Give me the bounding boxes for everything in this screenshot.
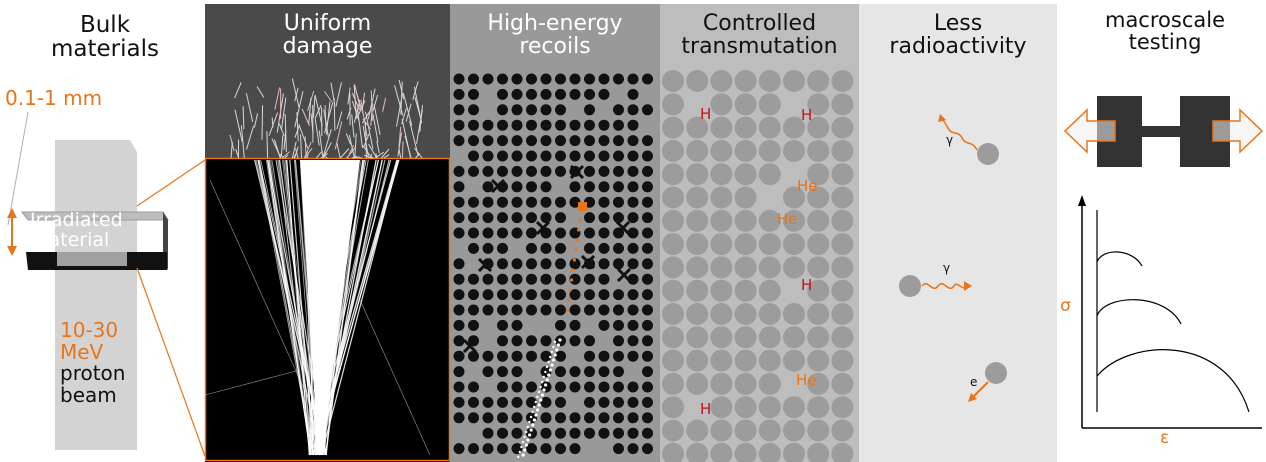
bulk-sample-graphic xyxy=(7,111,206,457)
thickness-label: 0.1-1 mm xyxy=(5,86,103,110)
zoom-frame xyxy=(204,157,451,462)
panel-title-less-radioactivity-line1: Less xyxy=(933,11,983,36)
bulk-materials-title: Bulk materials xyxy=(38,13,172,61)
label-gamma-2: γ xyxy=(943,261,951,275)
recoil-trail xyxy=(517,218,582,459)
radioactivity-graphics xyxy=(899,114,1007,402)
irradiated-material-label: Irradiated material xyxy=(30,209,160,251)
panel-less-radioactivity-bg xyxy=(859,4,1057,462)
irradiated-line1: Irradiated xyxy=(30,209,123,231)
panel-title-uniform-damage-line2: damage xyxy=(282,34,373,60)
transmutation-lattice xyxy=(662,70,854,462)
label-he-2: He xyxy=(777,210,798,228)
pull-arrow-left xyxy=(1063,108,1116,154)
label-h-1: H xyxy=(700,105,712,123)
zoom-line-bottom xyxy=(136,267,206,457)
decaying-atom-1 xyxy=(977,143,999,165)
beam-line3: proton xyxy=(60,361,126,386)
zoom-line-top xyxy=(136,159,206,207)
proton-beam-label: 10-30 MeV proton beam xyxy=(60,318,140,407)
panel-title-uniform-damage: Uniform damage xyxy=(205,12,450,58)
strain-axis-label: ε xyxy=(1160,428,1170,448)
panel-title-high-energy-recoils-line1: High-energy xyxy=(487,11,623,36)
gamma-arrowhead-1 xyxy=(938,114,946,122)
irradiated-line2: material xyxy=(30,228,110,251)
label-h-3: H xyxy=(801,276,813,294)
macroscale-title-line2: testing xyxy=(1128,30,1202,55)
panel-title-less-radioactivity-line2: radioactivity xyxy=(889,34,1027,60)
panel-title-controlled-transmutation: Controlled transmutation xyxy=(660,12,859,58)
atom-lattice xyxy=(453,73,653,455)
curve-top xyxy=(1096,251,1143,267)
beam-line4: beam xyxy=(60,382,117,407)
gamma-arrowhead-2 xyxy=(964,281,972,291)
y-axis-arrowhead xyxy=(1078,195,1086,206)
label-h-2: H xyxy=(801,106,813,124)
curve-bottom xyxy=(1096,349,1250,413)
damage-cloud xyxy=(229,78,423,159)
panel-title-controlled-transmutation-line2: transmutation xyxy=(681,34,838,60)
gamma-wave-1 xyxy=(941,117,978,151)
thickness-arrow-head-up xyxy=(7,208,17,218)
beam-through-slab xyxy=(57,252,127,266)
electron-path xyxy=(971,381,989,399)
panel-title-controlled-transmutation-line1: Controlled xyxy=(702,11,817,36)
label-gamma-1: γ xyxy=(946,133,954,147)
pointer-line xyxy=(7,111,29,226)
panel-title-high-energy-recoils-line2: recoils xyxy=(519,34,591,60)
beam-energy-line1: 10-30 xyxy=(60,318,119,342)
tensile-specimen xyxy=(1063,96,1264,167)
macroscale-testing-title: macroscale testing xyxy=(1075,9,1255,53)
beam-energy-line2: MeV xyxy=(60,339,104,364)
label-h-4: H xyxy=(700,400,712,418)
bulk-title-line1: Bulk xyxy=(79,12,131,38)
bulk-title-line2: materials xyxy=(51,36,159,63)
label-he-1: He xyxy=(797,177,818,195)
stress-strain-plot xyxy=(1078,195,1262,429)
panel-title-uniform-damage-line1: Uniform xyxy=(283,11,372,36)
electron-arrowhead xyxy=(968,393,977,402)
thickness-arrow-head-down xyxy=(7,246,17,256)
damage-cone xyxy=(204,159,431,456)
curve-middle xyxy=(1096,299,1182,325)
dog-bone-sample xyxy=(1097,96,1230,167)
label-electron: e xyxy=(970,375,978,389)
decaying-atom-2 xyxy=(899,275,921,297)
decaying-atom-3 xyxy=(985,362,1007,384)
panel-title-less-radioactivity: Less radioactivity xyxy=(859,12,1057,58)
stress-axis-label: σ xyxy=(1060,296,1071,316)
pull-arrow-right xyxy=(1212,108,1264,154)
panel-title-high-energy-recoils: High-energy recoils xyxy=(450,12,660,58)
label-he-3: He xyxy=(796,371,817,389)
gamma-wave-2 xyxy=(921,283,967,289)
macroscale-title-line1: macroscale xyxy=(1104,8,1225,32)
